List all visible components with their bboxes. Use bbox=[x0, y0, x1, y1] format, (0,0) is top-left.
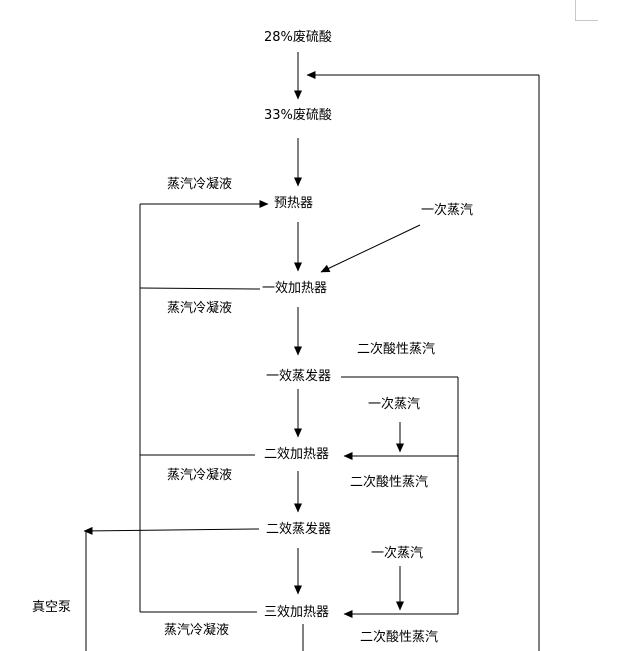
label-condensate-4: 蒸汽冷凝液 bbox=[164, 623, 230, 638]
label-primary-steam-1: 一次蒸汽 bbox=[421, 203, 474, 218]
label-condensate-3: 蒸汽冷凝液 bbox=[167, 468, 233, 483]
label-primary-steam-3: 一次蒸汽 bbox=[371, 546, 424, 561]
label-primary-steam-2: 一次蒸汽 bbox=[368, 397, 421, 412]
node-heater-1: 一效加热器 bbox=[262, 281, 328, 297]
label-condensate-1: 蒸汽冷凝液 bbox=[167, 177, 233, 192]
node-heater-2: 二效加热器 bbox=[264, 447, 330, 463]
node-evaporator-1: 一效蒸发器 bbox=[266, 369, 332, 385]
node-acid-33: 33%废硫酸 bbox=[264, 108, 332, 124]
node-evaporator-2: 二效蒸发器 bbox=[266, 522, 332, 538]
label-secondary-steam-1: 二次酸性蒸汽 bbox=[357, 342, 436, 357]
page-corner-mark bbox=[575, 0, 598, 21]
label-vacuum-pump: 真空泵 bbox=[32, 600, 72, 615]
label-condensate-2: 蒸汽冷凝液 bbox=[167, 301, 233, 316]
primary-steam-arrow-1 bbox=[320, 224, 421, 273]
node-preheater: 预热器 bbox=[274, 196, 314, 212]
label-secondary-steam-3: 二次酸性蒸汽 bbox=[360, 630, 439, 645]
node-acid-28: 28%废硫酸 bbox=[264, 30, 332, 46]
condensate-from-heater1 bbox=[139, 287, 261, 290]
vacuum-pump-arrow bbox=[83, 526, 260, 535]
node-heater-3: 三效加热器 bbox=[264, 605, 330, 621]
label-secondary-steam-2: 二次酸性蒸汽 bbox=[350, 475, 429, 490]
